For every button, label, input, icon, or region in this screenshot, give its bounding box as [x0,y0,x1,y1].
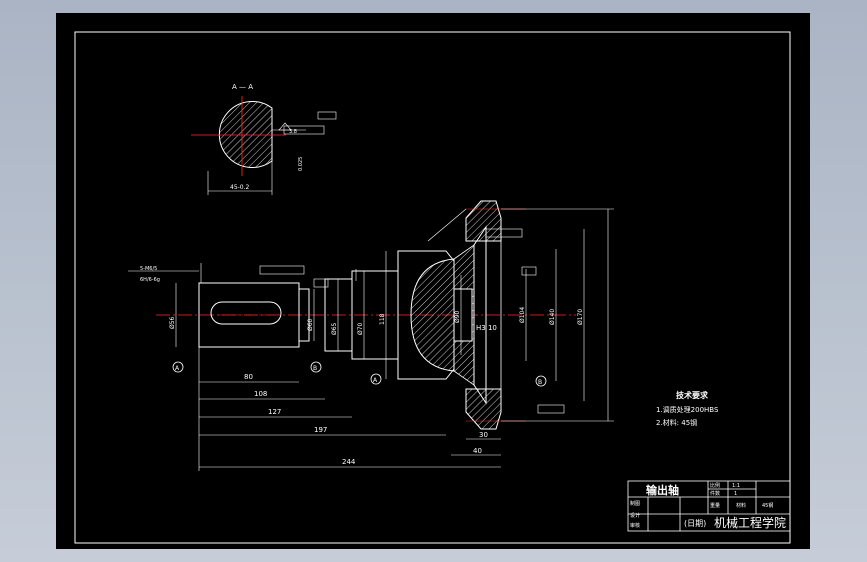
key-dim: H3 10 [476,324,497,332]
svg-text:材料: 材料 [736,502,746,509]
svg-text:(日期): (日期) [684,519,706,528]
dim-40: 40 [473,447,482,455]
school-name: 机械工程学院 [714,515,786,530]
svg-text:A: A [373,377,378,384]
svg-text:件数: 件数 [710,490,720,497]
datum-markers [172,361,547,387]
dim-244: 244 [342,458,356,466]
keyway-slot [210,301,282,325]
tech-heading: 技术要求 [676,390,709,400]
drawing-svg: A — A 45-0.2 3.8 0.025 [74,31,791,544]
hub-hatch [410,258,455,372]
dia-170: Ø170 [577,309,584,325]
horizontal-dimensions [198,347,501,471]
tolerance-frames [200,228,565,414]
section-view-a-a: A — A 45-0.2 3.8 0.025 [191,83,337,195]
tech-requirements: 技术要求 1.调质处理200HBS 2.材料: 45钢 [656,390,719,427]
svg-text:制图: 制图 [630,500,640,507]
svg-text:设计: 设计 [630,512,640,519]
dim-108: 108 [254,390,267,398]
thread-note-1: 5-M6/5 [140,266,157,272]
svg-text:3.8: 3.8 [289,129,297,135]
svg-text:重量: 重量 [710,502,720,509]
dia-60: Ø60 [307,318,314,331]
dia-65: Ø65 [331,322,338,335]
dia-90: Ø90 [454,310,461,323]
drawing-frame [74,31,791,544]
part-name: 输出轴 [646,483,679,497]
bore [453,288,473,342]
gear-bottom-hatch [465,388,502,430]
svg-text:B: B [538,379,542,386]
dim-197: 197 [314,426,327,434]
svg-text:B: B [313,365,317,372]
svg-text:0.025: 0.025 [298,157,304,171]
title-block [627,480,791,532]
dim-80: 80 [244,373,253,381]
dim-127: 127 [268,408,281,416]
drawing-sheet: A — A 45-0.2 3.8 0.025 [56,13,810,549]
shaft-section-2 [298,288,310,342]
svg-text:1: 1 [734,491,737,497]
svg-text:审核: 审核 [630,522,640,529]
gear-top-hatch [465,200,502,242]
shaft-main-view [156,200,576,430]
thread-note-2: 6H/6-6g [140,277,160,283]
svg-text:1:1: 1:1 [732,483,740,489]
dia-104: Ø104 [519,307,526,323]
section-width-dim: 45-0.2 [230,184,250,191]
svg-text:45钢: 45钢 [762,502,773,509]
dia-56: Ø56 [169,316,176,329]
vertical-dimensions [175,208,614,422]
svg-text:A: A [175,365,180,372]
dim-30: 30 [479,431,488,439]
section-title: A — A [232,83,253,91]
dia-118: 118 [379,313,386,325]
section-circle [218,101,273,168]
dia-70: Ø70 [357,322,364,335]
dia-140: Ø140 [549,309,556,325]
svg-text:比例: 比例 [710,482,720,489]
tech-item-1: 1.调质处理200HBS [656,405,719,414]
tech-item-2: 2.材料: 45钢 [656,418,697,427]
